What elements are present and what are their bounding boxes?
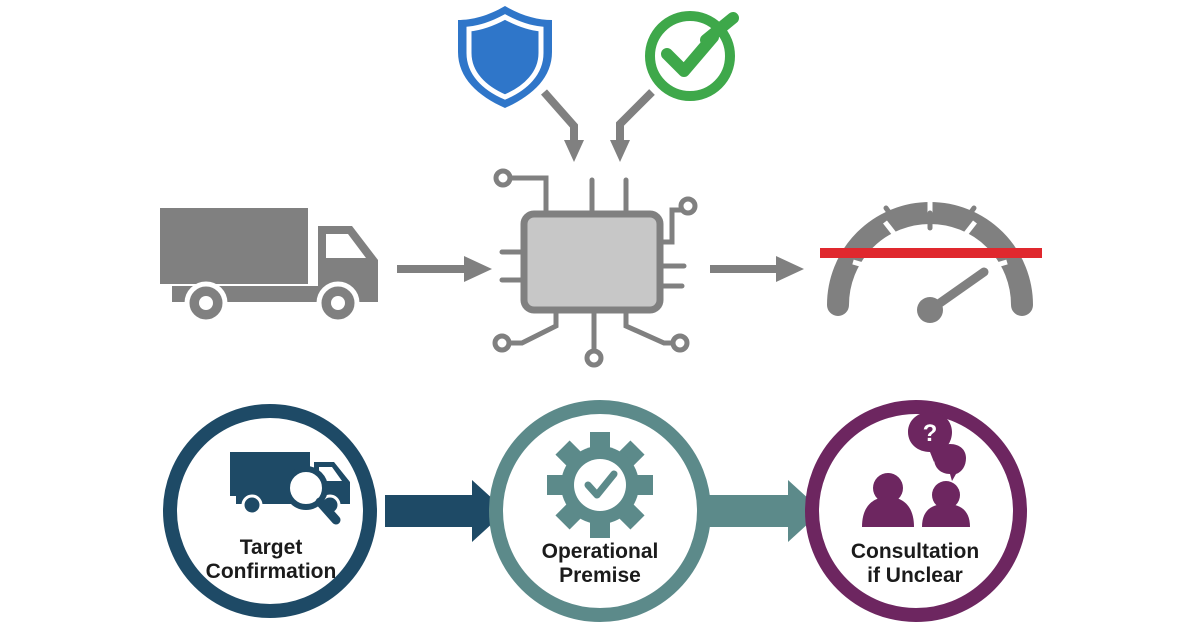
people-question-icon: ? [862,412,970,527]
gear-check-icon [547,432,653,538]
step-circle-3 [805,400,1027,622]
arrow-step2-to-step3 [703,480,822,542]
limit-line [820,248,1042,258]
arrow-check-to-chip [610,89,655,162]
truck-search-icon [230,452,350,525]
arrow-truck-to-chip [397,256,492,282]
speedometer-icon [827,202,1033,323]
chip-icon [492,168,698,368]
check-circle-icon [645,11,739,101]
step-1-label-line2: Confirmation [205,560,337,583]
step-circle-1 [163,404,377,618]
shield-icon [458,6,552,108]
step-3-label: Consultation if Unclear [815,540,1015,588]
svg-text:?: ? [923,420,938,447]
arrow-shield-to-chip [541,89,584,162]
step-1-label: Target Confirmation [171,536,371,584]
step-3-label-line1: Consultation [850,540,980,563]
step-3-label-line2: if Unclear [867,564,963,587]
step-2-label: Operational Premise [500,540,700,588]
arrow-step1-to-step2 [385,480,506,542]
arrow-chip-to-gauge [710,256,804,282]
step-2-label-line1: Operational [541,540,659,563]
step-1-label-line1: Target [239,536,303,559]
step-2-label-line2: Premise [559,564,641,587]
truck-icon [160,208,378,325]
